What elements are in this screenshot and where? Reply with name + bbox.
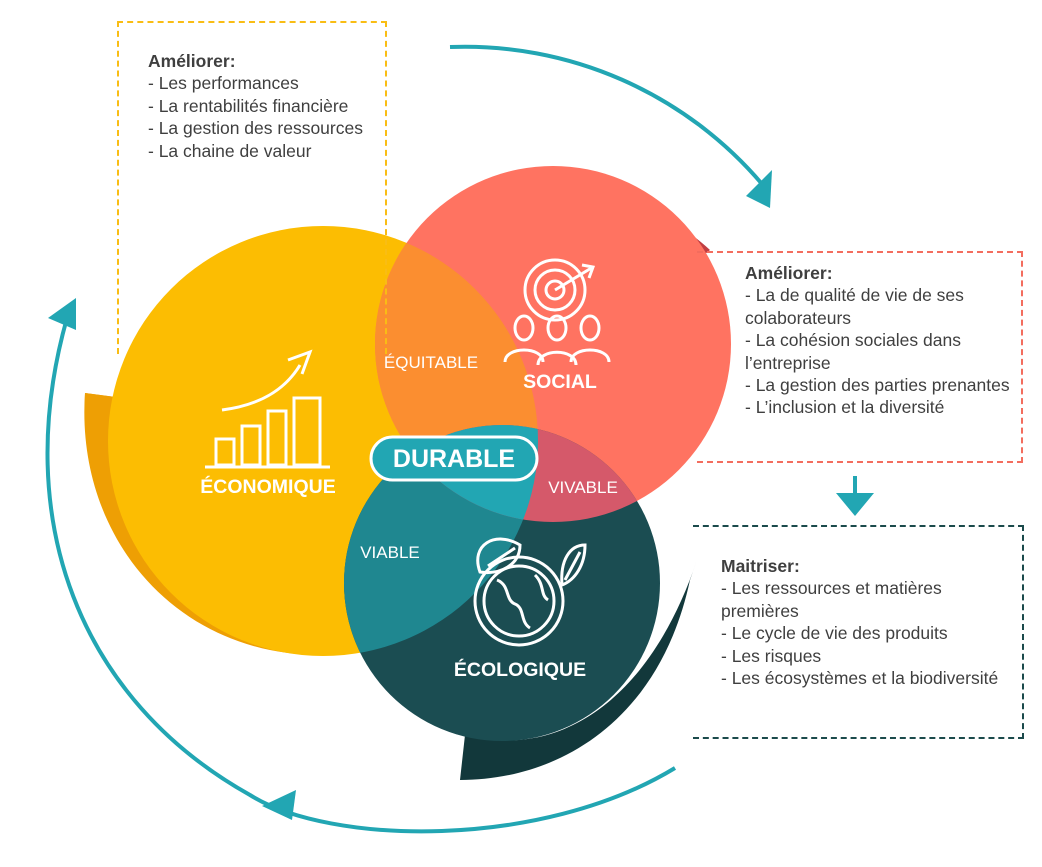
label-social: SOCIAL (523, 371, 597, 393)
label-durable: DURABLE (393, 445, 515, 473)
box-ecologique-item: - Les ressources et matières premières (721, 578, 942, 621)
box-social-item: - L’inclusion et la diversité (745, 397, 945, 418)
box-social: Améliorer: - La de qualité de vie de ses… (745, 262, 1010, 419)
cycle-arrow-top (449, 44, 764, 186)
box-ecologique: Maitriser: - Les ressources et matières … (721, 555, 1011, 689)
label-equitable: ÉQUITABLE (384, 353, 478, 372)
arrow-head-bottom-icon (262, 790, 296, 820)
box-economique-frame (117, 21, 387, 354)
box-economique-item: - Les performances (148, 73, 299, 94)
durable-pill (369, 435, 539, 482)
box-social-frame (697, 251, 1023, 463)
arrow-head-top-icon (746, 170, 772, 208)
label-ecologique: ÉCOLOGIQUE (454, 658, 586, 681)
box-social-item: - La cohésion sociales dans l’entreprise (745, 330, 961, 373)
globe-leaves-icon (473, 537, 587, 647)
box-social-item: - La de qualité de vie de ses colaborate… (745, 285, 964, 328)
growth-chart-icon (205, 349, 330, 469)
box-ecologique-frame (693, 525, 1024, 739)
box-economique-item: - La gestion des ressources (148, 118, 363, 139)
label-economique: ÉCONOMIQUE (200, 475, 335, 498)
cycle-arrow-left (45, 317, 677, 834)
box-ecologique-item: - Les risques (721, 645, 822, 666)
box-ecologique-item: - Les écosystèmes et la biodiversité (721, 668, 999, 689)
label-viable: VIABLE (360, 543, 420, 562)
ring-ecologique (460, 560, 697, 780)
box-ecologique-item: - Le cycle de vie des produits (721, 623, 948, 644)
box-ecologique-title: Maitriser: (721, 556, 800, 576)
arrow-head-down-icon (836, 493, 874, 516)
box-economique-item: - La chaine de valeur (148, 140, 312, 161)
box-economique-item: - La rentabilités financière (148, 95, 349, 116)
box-social-title: Améliorer: (745, 263, 833, 283)
arrow-head-left-icon (48, 298, 76, 330)
box-economique: Améliorer: - Les performances - La renta… (148, 50, 383, 162)
box-social-item: - La gestion des parties prenantes (745, 375, 1010, 396)
target-team-icon (503, 258, 611, 366)
box-economique-title: Améliorer: (148, 51, 236, 71)
label-vivable: VIVABLE (548, 478, 618, 497)
